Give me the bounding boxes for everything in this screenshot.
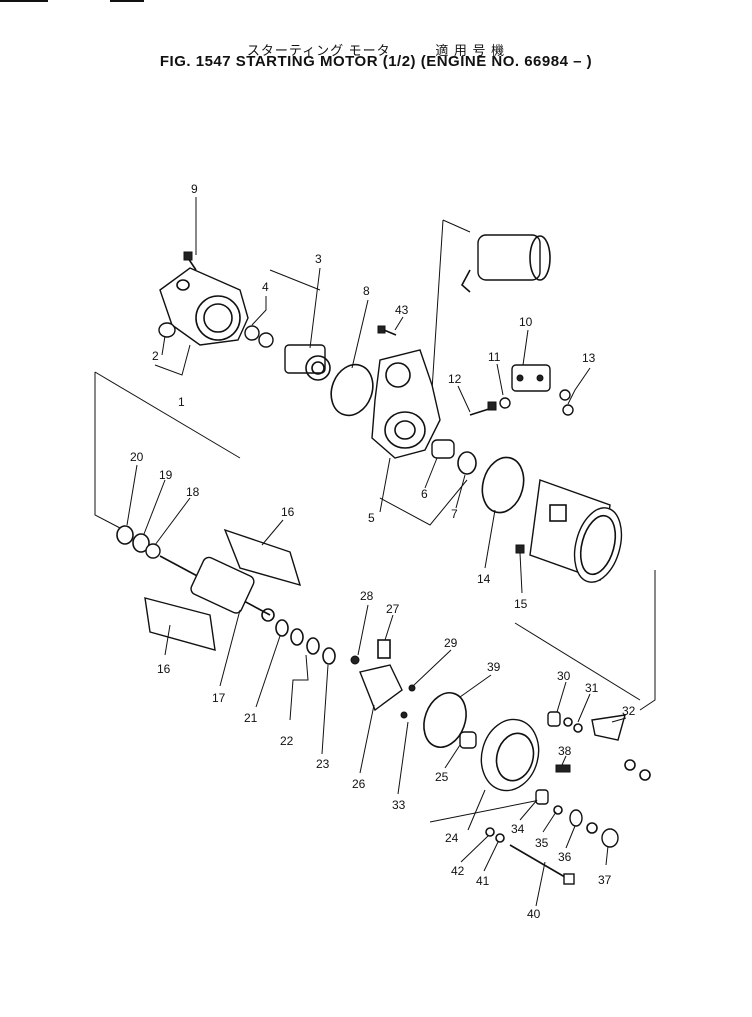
callout-2: 2: [152, 349, 159, 363]
callout-5: 5: [368, 511, 375, 525]
callout-30: 30: [557, 669, 571, 683]
title-jp-right: 適 用 号 機: [435, 43, 506, 58]
callout-11: 11: [488, 350, 501, 364]
part-13: [559, 389, 574, 416]
corner-mark-left: [0, 0, 48, 2]
corner-mark-right: [110, 0, 144, 2]
callout-36: 36: [558, 850, 572, 864]
callout-24: 24: [445, 831, 459, 845]
callout-22: 22: [280, 734, 294, 748]
callout-25: 25: [435, 770, 449, 784]
callout-7: 7: [451, 507, 458, 521]
callout-15: 15: [514, 597, 528, 611]
washer-11: [499, 397, 511, 409]
page-title: FIG. 1547 STARTING MOTOR (1/2) (ENGINE N…: [159, 53, 593, 70]
gear-case-5: [371, 349, 441, 459]
callout-38: 38: [558, 744, 572, 758]
callout-33: 33: [392, 798, 406, 812]
through-bolt-40: [509, 844, 575, 885]
callout-32: 32: [622, 704, 636, 718]
washers-41-42: [485, 827, 505, 843]
callout-23: 23: [316, 757, 330, 771]
callout-4: 4: [262, 280, 269, 294]
title-jp-left: スターティング モータ: [246, 43, 391, 58]
armature-17: [159, 555, 275, 622]
title-japanese: スターティング モータ 適 用 号 機: [0, 40, 752, 59]
callout-42: 42: [451, 864, 465, 878]
callout-41: 41: [476, 874, 490, 888]
front-bracket: [159, 267, 249, 346]
pinion-3: [244, 325, 331, 381]
callout-13: 13: [582, 351, 596, 365]
screw-12: [469, 401, 497, 416]
callout-8: 8: [363, 284, 370, 298]
callout-40: 40: [527, 907, 541, 921]
callout-29: 29: [444, 636, 458, 650]
callout-10: 10: [519, 315, 533, 329]
bearing-6-7: [431, 439, 477, 475]
callout-3: 3: [315, 252, 322, 266]
callout-31: 31: [585, 681, 599, 695]
brush-holder-26: [350, 639, 416, 719]
callout-20: 20: [130, 450, 144, 464]
washers-18-20: [116, 525, 161, 559]
rear-bracket-24: [459, 718, 540, 792]
callout-21: 21: [244, 711, 258, 725]
callout-9: 9: [191, 182, 198, 196]
yoke: [529, 479, 623, 583]
o-ring-14: [481, 456, 525, 514]
callout-6: 6: [421, 487, 428, 501]
bolt-43: [377, 325, 397, 336]
washers-21-23: [275, 619, 336, 665]
callout-39: 39: [487, 660, 501, 674]
bushing-2: [158, 322, 176, 338]
callout-1: 1: [178, 395, 185, 409]
magnetic-switch-assembly: [460, 234, 551, 293]
callout-27: 27: [386, 602, 400, 616]
o-ring-8: [330, 363, 374, 417]
callout-16-bottom: 16: [157, 662, 171, 676]
o-ring-39: [423, 692, 467, 748]
switch-10: [511, 364, 551, 392]
screw-15: [515, 544, 525, 554]
callout-labels: 1 2 3 4 5 6 7 8 9 10 11 12 13 14 15 16 1…: [130, 182, 636, 921]
callout-35: 35: [535, 836, 549, 850]
callout-14: 14: [477, 572, 491, 586]
callout-16-top: 16: [281, 505, 295, 519]
field-coil-16-top: [223, 528, 302, 587]
field-coil-16-bottom: [144, 597, 216, 651]
callout-12: 12: [448, 372, 462, 386]
callout-26: 26: [352, 777, 366, 791]
callout-lines: [126, 197, 627, 907]
callout-37: 37: [598, 873, 612, 887]
callout-19: 19: [159, 468, 173, 482]
callout-28: 28: [360, 589, 374, 603]
callout-17: 17: [212, 691, 226, 705]
callout-34: 34: [511, 822, 525, 836]
bolt-9: [183, 251, 197, 271]
callout-43: 43: [395, 303, 409, 317]
callout-18: 18: [186, 485, 200, 499]
right-hardware: [535, 711, 651, 848]
